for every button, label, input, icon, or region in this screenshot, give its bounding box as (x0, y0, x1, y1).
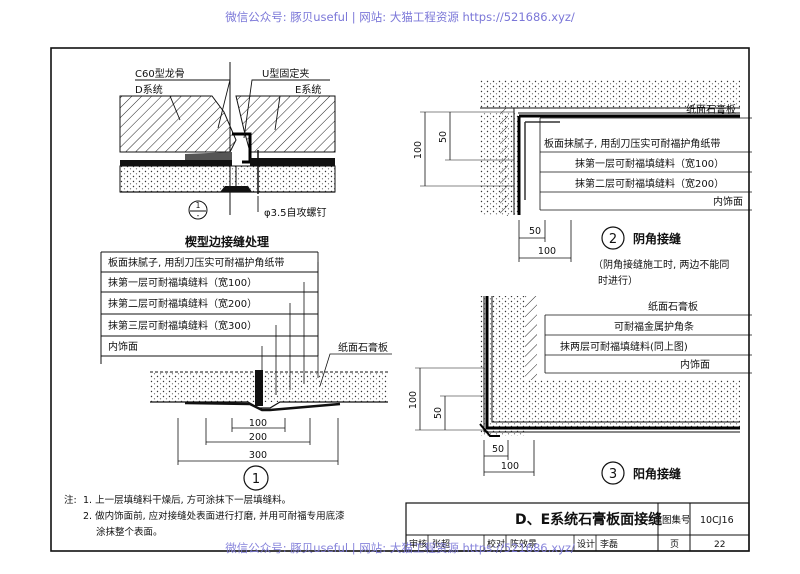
section-ref-top: 1 (196, 201, 201, 210)
d2-layer-4: 抹第二层可耐福填缝料（宽200） (575, 177, 724, 190)
detail1-board-section: 100 200 300 1 (150, 370, 388, 491)
d2-title: 阴角接缝 (633, 231, 681, 246)
d2-layer-5: 内饰面 (713, 195, 743, 208)
d1-layer-4: 抹第三层可耐福填缝料（宽300） (108, 319, 257, 332)
design-label: 设计 (577, 538, 595, 550)
page-label: 页 (670, 539, 679, 550)
d2-layer-2: 板面抹腻子, 用刮刀压实可耐福护角纸带 (544, 137, 720, 150)
detail1-layer-table: 板面抹腻子, 用刮刀压实可耐福护角纸带 抹第一层可耐福填缝料（宽100） 抹第二… (100, 251, 392, 400)
atlas-label: 图集号 (662, 514, 691, 526)
callout-e-system: E系统 (295, 83, 321, 96)
d1-dim-100: 100 (249, 418, 267, 429)
d2-dimh-100: 100 (538, 246, 556, 257)
d1-number: 1 (252, 472, 260, 487)
review-label: 审核 (409, 538, 427, 550)
callout-clip: U型固定夹 (262, 67, 309, 80)
detail2-inside-corner: 100 50 50 100 纸面石膏板 板面抹腻子, 用刮刀压实可耐福护角纸带 … (413, 80, 752, 287)
d1-board-label: 纸面石膏板 (338, 341, 388, 354)
d2-dimv-50: 50 (438, 131, 449, 143)
callout-screw: φ3.5自攻螺钉 (264, 206, 327, 219)
detail1-title: 楔型边接缝处理 (185, 234, 269, 249)
atlas-number: 10CJ16 (700, 515, 734, 526)
note-2a: 2. 做内饰面前, 应对接缝处表面进行打磨, 并用可耐福专用底漆 (83, 510, 345, 522)
d3-layer-2: 可耐福金属护角条 (614, 320, 694, 333)
detail1-section-top: 1 - C60型龙骨 D系统 U型固定夹 E系统 φ3.5自攻螺钉 (119, 62, 336, 220)
d2-dimh-50: 50 (529, 226, 541, 237)
check-name: 陈效景 (510, 538, 537, 550)
d3-dimv-50: 50 (433, 407, 444, 419)
note-1: 1. 上一层填缝料干燥后, 方可涂抹下一层填缝料。 (83, 494, 291, 506)
title-block: D、E系统石膏板面接缝 图集号 10CJ16 审核 张超 校对 陈效景 设计 李… (405, 502, 750, 552)
d2-dimv-100: 100 (413, 141, 424, 159)
d3-dimh-100: 100 (501, 461, 519, 472)
watermark-top: 微信公众号: 豚贝useful | 网站: 大猫工程资源 https://521… (225, 10, 575, 24)
d1-layer-2: 抹第一层可耐福填缝料（宽100） (108, 276, 257, 289)
d2-note-line2: 时进行） (598, 274, 638, 287)
section-ref-bottom: - (197, 211, 200, 220)
detail3-outside-corner: 100 50 50 100 纸面石膏板 可耐福金属护角条 抹两层可耐福填缝料(同… (408, 296, 752, 485)
watermark-bottom: 微信公众号: 豚贝useful | 网站: 大猫工程资源 https://521… (225, 541, 575, 555)
d1-layer-5: 内饰面 (108, 340, 138, 353)
review-name: 张超 (432, 538, 450, 550)
d3-dimh-50: 50 (492, 444, 504, 455)
d2-layer-1: 纸面石膏板 (686, 103, 736, 116)
d3-layer-3: 抹两层可耐福填缝料(同上图) (560, 340, 688, 353)
page-number: 22 (714, 540, 725, 550)
d3-layer-4: 内饰面 (680, 358, 710, 371)
d3-dimv-100: 100 (408, 391, 419, 409)
d3-layer-1: 纸面石膏板 (648, 300, 698, 313)
sheet-title: D、E系统石膏板面接缝 (515, 511, 662, 528)
d2-note-line1: （阴角接缝施工时, 两边不能同 (593, 258, 729, 271)
callout-keel: C60型龙骨 (135, 67, 185, 80)
sheet-border (50, 47, 750, 552)
note-2b: 涂抹整个表面。 (96, 526, 163, 538)
d1-layer-3: 抹第二层可耐福填缝料（宽200） (108, 297, 257, 310)
d1-dim-200: 200 (249, 432, 267, 443)
notes-label: 注: (64, 494, 77, 506)
check-label: 校对 (487, 538, 505, 550)
d1-dim-300: 300 (249, 450, 267, 461)
d1-layer-1: 板面抹腻子, 用刮刀压实可耐福护角纸带 (108, 256, 284, 269)
d2-number: 2 (609, 232, 617, 247)
d3-number: 3 (609, 467, 617, 482)
callout-d-system: D系统 (135, 83, 163, 96)
d3-title: 阳角接缝 (633, 466, 681, 481)
design-name: 李磊 (600, 538, 618, 550)
notes: 注: 1. 上一层填缝料干燥后, 方可涂抹下一层填缝料。 2. 做内饰面前, 应… (64, 494, 345, 538)
d2-layer-3: 抹第一层可耐福填缝料（宽100） (575, 157, 724, 170)
